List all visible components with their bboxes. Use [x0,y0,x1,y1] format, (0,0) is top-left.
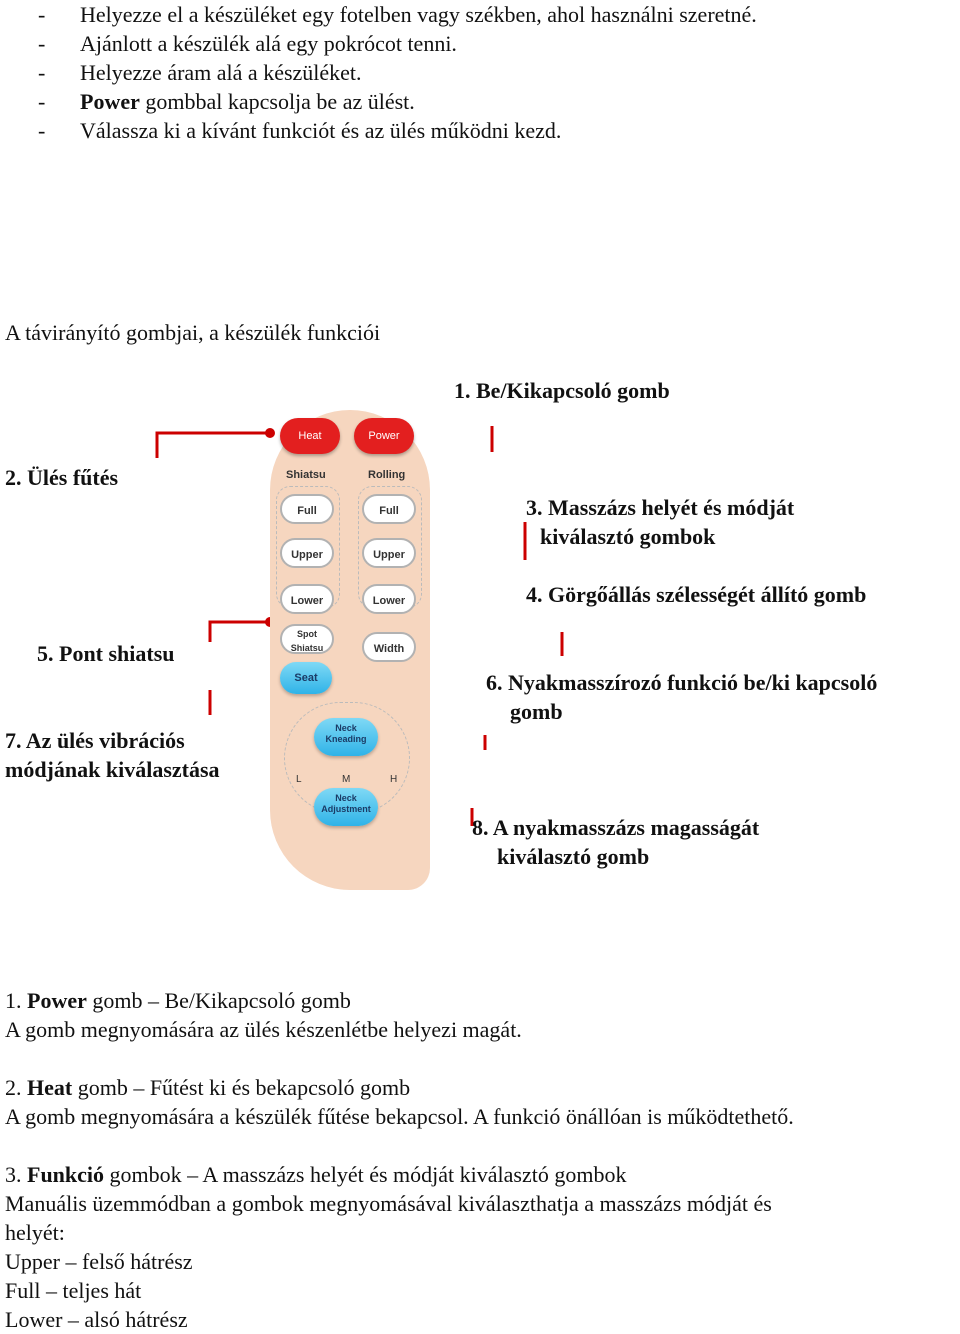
list-item: -Ajánlott a készülék alá egy pokrócot te… [38,31,457,56]
section-2-desc: A gomb megnyomására a készülék fűtése be… [5,1104,794,1129]
level-m: M [342,774,351,785]
label-spot-shiatsu: 5. Pont shiatsu [37,641,175,666]
list-item: -Helyezze el a készüléket egy fotelben v… [38,2,757,27]
rolling-full-button[interactable]: Full [362,494,416,524]
shiatsu-lower-button[interactable]: Lower [280,584,334,614]
rolling-upper-button[interactable]: Upper [362,538,416,568]
shiatsu-full-button[interactable]: Full [280,494,334,524]
rolling-lower-button[interactable]: Lower [362,584,416,614]
label-neck-adjust-1: 8. A nyakmasszázs magasságát [472,815,760,840]
section-3-desc: Manuális üzemmódban a gombok megnyomásáv… [5,1191,772,1216]
full-definition: Full – teljes hát [5,1278,142,1303]
heat-button[interactable]: Heat [280,418,340,454]
shiatsu-upper-button[interactable]: Upper [280,538,334,568]
label-neck-2: gomb [510,699,563,724]
lower-definition: Lower – alsó hátrész [5,1307,188,1332]
level-h: H [390,774,398,785]
shiatsu-header: Shiatsu [286,469,326,481]
leader-line-heat [155,431,272,458]
power-button[interactable]: Power [354,418,414,454]
rolling-header: Rolling [368,469,406,481]
section-2-heading: 2. Heat gomb – Fűtést ki és bekapcsoló g… [5,1075,411,1100]
level-l: L [296,774,302,785]
list-item: -Helyezze áram alá a készüléket. [38,60,362,85]
instruction-list: -Helyezze el a készüléket egy fotelben v… [38,0,757,145]
spot-shiatsu-button[interactable]: Spot Shiatsu [280,624,334,654]
seat-button[interactable]: Seat [280,662,332,694]
remote-control: Heat Power Shiatsu Rolling Full Full Upp… [270,410,430,890]
section-1-desc: A gomb megnyomására az ülés készenlétbe … [5,1017,522,1042]
label-width: 4. Görgőállás szélességét állító gomb [526,582,867,607]
section-1-heading: 1. Power gomb – Be/Kikapcsoló gomb [5,988,351,1013]
label-vibration-1: 7. Az ülés vibrációs [5,728,185,753]
section-3-heading: 3. Funkció gombok – A masszázs helyét és… [5,1162,627,1187]
list-item: -Válassza ki a kívánt funkciót és az ülé… [38,118,562,143]
label-neck-1: 6. Nyakmasszírozó funkció be/ki kapcsoló [486,670,878,695]
label-neck-adjust-2: kiválasztó gomb [497,844,650,869]
label-function-2: kiválasztó gombok [540,524,716,549]
label-heat: 2. Ülés fűtés [5,465,119,490]
section-3-desc-2: helyét: [5,1220,65,1245]
width-button[interactable]: Width [362,632,416,662]
upper-definition: Upper – felső hátrész [5,1249,193,1274]
label-function-1: 3. Masszázs helyét és módját [526,495,795,520]
leader-lines [155,426,564,826]
label-vibration-2: módjának kiválasztása [5,757,220,782]
leader-line-spot [208,620,268,642]
diagram-title: A távirányító gombjai, a készülék funkci… [5,320,381,345]
function-descriptions: 1. Power gomb – Be/Kikapcsoló gomb A gom… [5,986,960,1334]
list-item: -Power gombbal kapcsolja be az ülést. [38,89,415,114]
label-power: 1. Be/Kikapcsoló gomb [454,378,670,403]
